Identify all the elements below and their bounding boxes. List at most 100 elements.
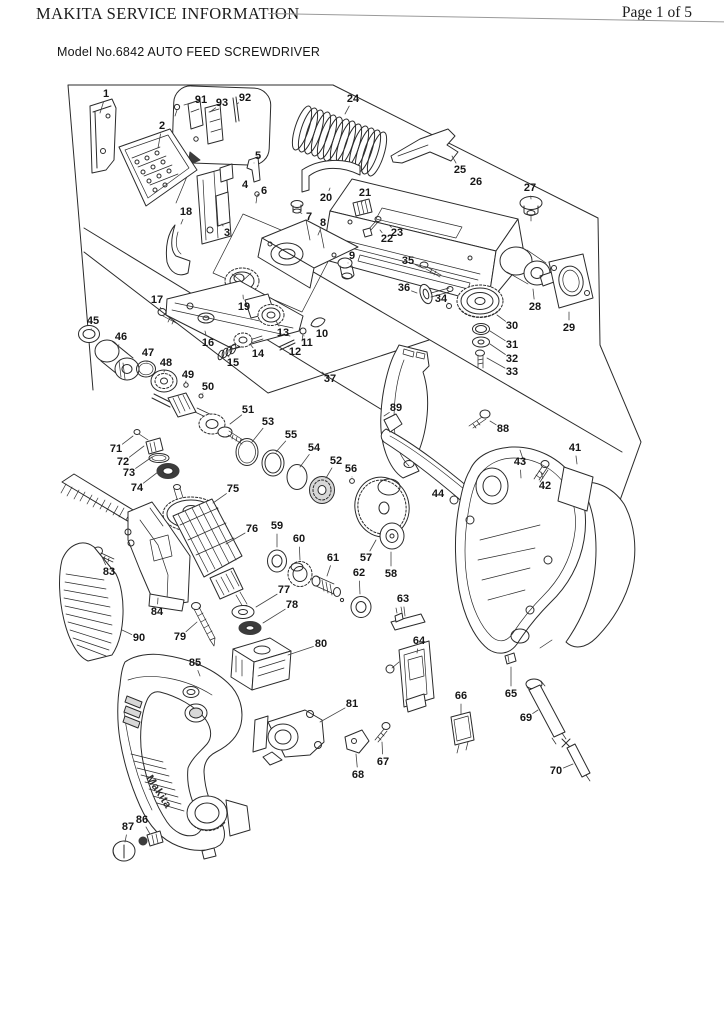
part-90-grip-cover <box>59 542 124 662</box>
part-49-ball <box>183 382 189 388</box>
svg-text:63: 63 <box>397 593 409 605</box>
part-84-arm-bracket <box>60 473 191 612</box>
svg-text:3: 3 <box>224 227 230 239</box>
part-label-20: 20 <box>320 187 332 204</box>
part-65-nut <box>504 652 517 665</box>
part-61-pinion <box>311 575 345 603</box>
part-87-cap <box>112 840 136 862</box>
part-70-rod <box>561 738 591 782</box>
part-67-screw <box>374 722 391 743</box>
part-label-27: 27 <box>524 182 536 200</box>
part-69-tube <box>525 678 567 745</box>
part-label-76: 76 <box>225 523 258 545</box>
part-label-64: 64 <box>413 635 426 654</box>
part-64-switch-unit <box>385 640 435 713</box>
part-label-47: 47 <box>142 347 154 363</box>
part-86-plug <box>138 830 164 847</box>
part-59-bearing <box>267 549 287 573</box>
part-48-ring-gear <box>150 369 178 393</box>
part-label-12: 12 <box>287 345 301 358</box>
part-label-25: 25 <box>451 155 466 176</box>
svg-text:51: 51 <box>242 404 254 416</box>
svg-text:2: 2 <box>159 120 165 132</box>
svg-text:81: 81 <box>346 698 358 710</box>
part-50-ball <box>198 393 204 399</box>
part-label-51: 51 <box>229 404 254 425</box>
part-label-41: 41 <box>569 442 581 465</box>
part-label-26: 26 <box>470 176 482 188</box>
part-7-cap <box>290 200 304 214</box>
part-60-gear <box>287 561 313 587</box>
part-72-collet <box>145 437 164 455</box>
part-label-43: 43 <box>514 456 526 479</box>
svg-text:71: 71 <box>110 443 122 455</box>
part-34-pin <box>446 303 452 309</box>
part-label-84: 84 <box>151 597 164 618</box>
svg-text:73: 73 <box>123 467 135 479</box>
svg-text:88: 88 <box>497 423 509 435</box>
svg-text:42: 42 <box>539 480 551 492</box>
part-label-65: 65 <box>505 666 517 700</box>
part-5-plate <box>246 156 261 183</box>
part-label-15: 15 <box>227 355 239 369</box>
svg-text:83: 83 <box>103 566 115 578</box>
part-55-ring <box>261 449 285 477</box>
svg-text:74: 74 <box>131 482 144 494</box>
svg-text:84: 84 <box>151 606 164 618</box>
part-74-bearing <box>156 463 180 479</box>
svg-text:59: 59 <box>271 520 283 532</box>
svg-text:67: 67 <box>377 756 389 768</box>
part-label-9: 9 <box>347 250 355 264</box>
svg-text:16: 16 <box>202 337 214 349</box>
svg-text:10: 10 <box>316 328 328 340</box>
part-label-78: 78 <box>262 599 298 624</box>
part-label-86: 86 <box>136 814 151 835</box>
part-66-capacitor <box>450 711 475 754</box>
svg-text:86: 86 <box>136 814 148 826</box>
svg-text:61: 61 <box>327 552 339 564</box>
part-label-19: 19 <box>238 294 250 313</box>
part-92-rod <box>232 96 240 123</box>
part-label-58: 58 <box>385 551 397 580</box>
part-label-90: 90 <box>121 629 145 644</box>
part-18-hook <box>165 224 191 276</box>
part-label-89: 89 <box>383 402 402 417</box>
part-label-48: 48 <box>160 357 172 373</box>
part-label-33: 33 <box>486 357 518 378</box>
svg-text:26: 26 <box>470 176 482 188</box>
part-53-o-ring <box>235 438 259 466</box>
svg-text:35: 35 <box>402 255 414 267</box>
svg-text:5: 5 <box>255 150 261 162</box>
part-label-21: 21 <box>359 187 371 203</box>
part-label-63: 63 <box>397 593 409 617</box>
svg-text:12: 12 <box>289 346 301 358</box>
part-label-91: 91 <box>183 94 207 106</box>
part-label-42: 42 <box>539 471 551 492</box>
part-label-85: 85 <box>189 657 201 677</box>
svg-text:37: 37 <box>324 373 336 385</box>
part-63-contact-bar <box>390 606 426 631</box>
svg-text:19: 19 <box>238 301 250 313</box>
part-label-83: 83 <box>101 556 115 578</box>
part-46-sleeve <box>94 339 140 381</box>
part-label-81: 81 <box>319 698 358 723</box>
part-label-44: 44 <box>432 488 445 500</box>
svg-text:15: 15 <box>227 357 239 369</box>
part-label-79: 79 <box>174 621 198 643</box>
part-52-ring-gear <box>309 476 335 504</box>
part-label-11: 11 <box>301 335 313 349</box>
page-title: MAKITA SERVICE INFORMATION <box>36 4 300 23</box>
svg-text:43: 43 <box>514 456 526 468</box>
part-36-wing-screw <box>419 283 454 305</box>
part-label-36: 36 <box>398 282 418 294</box>
part-21-terminal-block <box>352 198 373 217</box>
part-label-8: 8 <box>317 217 326 236</box>
svg-text:55: 55 <box>285 429 297 441</box>
part-80-switch <box>230 637 292 691</box>
svg-text:89: 89 <box>390 402 402 414</box>
svg-text:62: 62 <box>353 567 365 579</box>
svg-text:36: 36 <box>398 282 410 294</box>
svg-text:4: 4 <box>242 179 249 191</box>
model-title: Model No.6842 AUTO FEED SCREWDRIVER <box>57 45 321 59</box>
